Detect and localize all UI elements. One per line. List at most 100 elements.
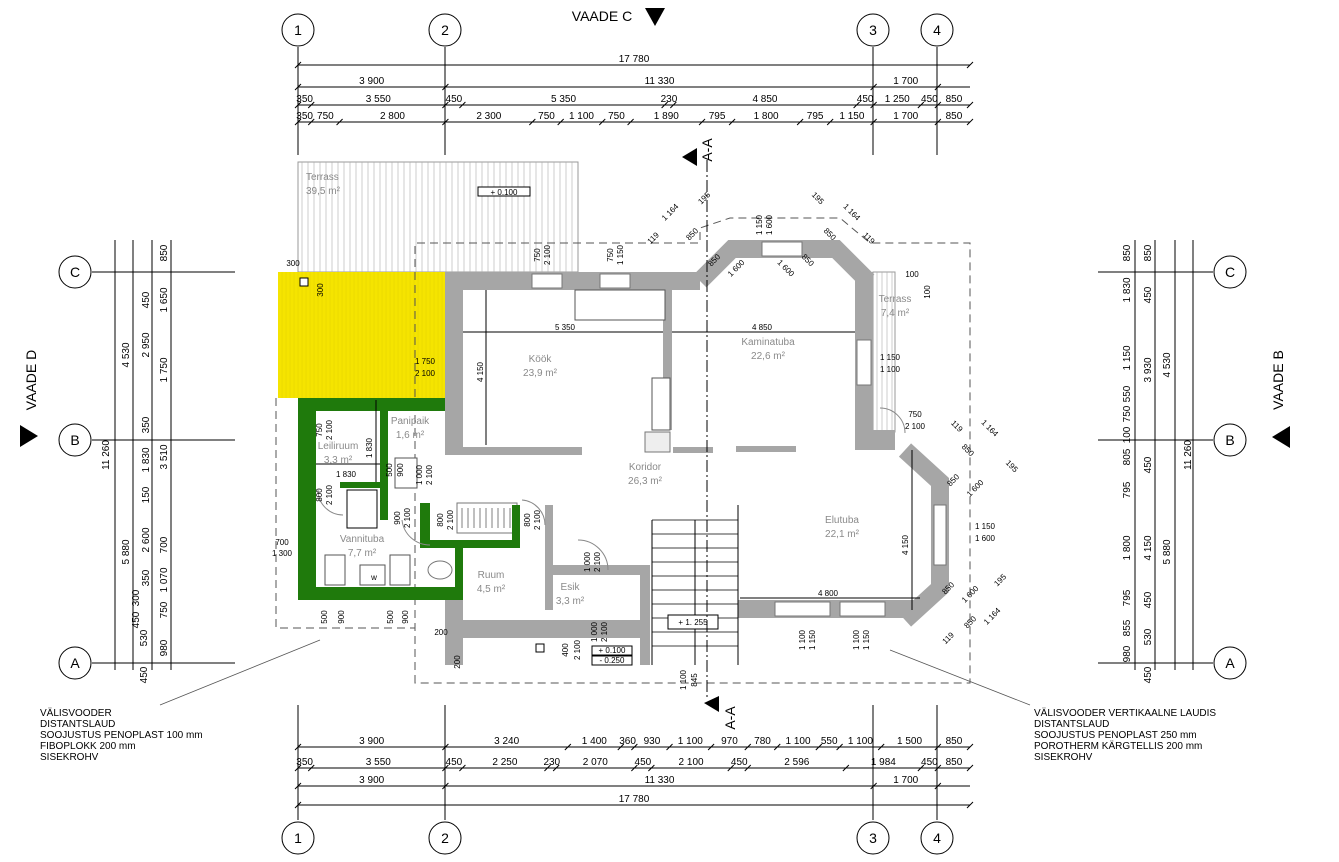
top-row3-dim-value: 5 350 (551, 94, 576, 105)
plan-dimension: 1 100 (798, 629, 807, 650)
room-area: 39,5 m² (306, 186, 341, 197)
bottom-row2-dim-value: 450 (635, 757, 652, 768)
bottom-row1-dim-value: 930 (644, 736, 661, 747)
right-dim-value: 450 (1143, 286, 1154, 303)
top-row3-dim-value: 1 250 (885, 94, 910, 105)
dim-tick (544, 764, 551, 772)
note-leader (889, 649, 1031, 706)
right-dim-value: 450 (1143, 591, 1154, 608)
plan-dimension: 2 100 (905, 422, 926, 431)
left-dim-value: 530 (139, 629, 150, 646)
right-dim-value: 4 150 (1143, 535, 1154, 560)
plan-dimension: 1 000 (590, 621, 599, 642)
plan-dimension: 300 (316, 283, 325, 297)
dim-tick (870, 83, 877, 91)
bottom-axis-dim-value: 1 700 (893, 775, 918, 786)
dim-tick (815, 743, 823, 751)
left-dim-value: 850 (159, 244, 170, 261)
bottom-row1-dim-value: 1 400 (582, 736, 607, 747)
wall (736, 446, 796, 452)
plan-dimension: 2 100 (415, 369, 436, 378)
plan-dimension: 1 600 (975, 534, 996, 543)
level-box (591, 655, 633, 666)
plan-dimension: 195 (810, 190, 826, 206)
door-swing (401, 519, 431, 546)
plan-dimension: 1 150 (616, 244, 625, 265)
top-row3-dim-value: 450 (446, 94, 463, 105)
plan-dimension: 1 164 (982, 606, 1003, 627)
left-dim-value: 980 (159, 639, 170, 656)
plan-dimension: 4 150 (476, 361, 485, 382)
plan-dimension: 1 164 (980, 418, 1001, 439)
dim-tick (307, 101, 315, 109)
plan-dimension: 119 (941, 630, 957, 646)
door-swing (317, 489, 344, 516)
top-row3-dim-value: 3 550 (366, 94, 391, 105)
top-row3-dim-value: 450 (857, 94, 874, 105)
toilet (427, 560, 453, 580)
dim-tick (966, 118, 974, 126)
top-row4-dim-value: 1 150 (839, 111, 864, 122)
dim-tick (294, 782, 302, 790)
grid-bubble (281, 13, 315, 47)
right-dim-value: 805 (1122, 448, 1133, 465)
window (531, 273, 563, 289)
left-dim-value: 350 (141, 569, 152, 586)
plan-dimension: 2 100 (573, 639, 582, 660)
plan-dimension: 500 (386, 610, 395, 624)
right-dim-value: 980 (1122, 645, 1133, 662)
dim-tick (934, 782, 942, 790)
grid-label: 2 (441, 22, 449, 38)
roof-outline (414, 217, 971, 684)
plan-dimension: 800 (315, 488, 324, 502)
dim-tick (966, 743, 974, 751)
dim-tick (442, 743, 449, 751)
plan-dimension: 500 (320, 610, 329, 624)
dim-tick (842, 764, 850, 772)
top-axis-dim-value: 1 700 (893, 76, 918, 87)
dim-tick (934, 101, 942, 109)
right-dim-value: 11 260 (1183, 440, 1194, 470)
sink (389, 554, 411, 586)
right-dim-value: 855 (1122, 619, 1133, 636)
grid-bubble (281, 821, 315, 855)
left-dim-value: 300 (131, 589, 142, 606)
right-dim-value: 1 800 (1122, 535, 1133, 560)
grid-label: A (70, 655, 80, 671)
dim-tick (966, 61, 974, 69)
dim-tick (917, 101, 925, 109)
room-name: Kaminatuba (741, 337, 795, 348)
highlighted-area (278, 272, 445, 398)
bottom-total-dim-value: 17 780 (619, 794, 650, 805)
dim-tick (442, 764, 449, 772)
view-arrow-icon (645, 8, 665, 26)
plan-dimension: 900 (401, 610, 410, 624)
plan-dimension: 900 (337, 610, 346, 624)
plan-dimension: 500 (385, 463, 394, 477)
dim-tick (934, 83, 942, 91)
plan-dimension: w (370, 573, 377, 582)
right-dim-value: 530 (1143, 628, 1154, 645)
top-axis-dim-value: 11 330 (645, 76, 675, 87)
top-row4-dim-value: 795 (807, 111, 824, 122)
plan-dimension: 1 100 (679, 669, 688, 690)
dim-tick (966, 101, 974, 109)
wall (445, 447, 582, 455)
dim-tick (826, 118, 834, 126)
left-dim-value: 5 880 (121, 539, 132, 564)
plan-dimension: 750 (315, 423, 324, 437)
note-leader (159, 639, 321, 706)
plan-dimension: 850 (960, 442, 976, 458)
left-dim-value: 1 750 (159, 357, 170, 382)
left-dim-value: 450 (131, 611, 142, 628)
left-dim-value: 11 260 (101, 440, 112, 470)
plan-dimension: 195 (992, 572, 1008, 588)
grid-bubble (856, 821, 890, 855)
bottom-row1-dim-value: 1 100 (678, 736, 703, 747)
sink (324, 554, 346, 586)
dim-tick (459, 101, 466, 109)
room-area: 4,5 m² (477, 584, 506, 595)
section-arrow-icon (682, 148, 697, 166)
grid-bubble (58, 646, 92, 680)
